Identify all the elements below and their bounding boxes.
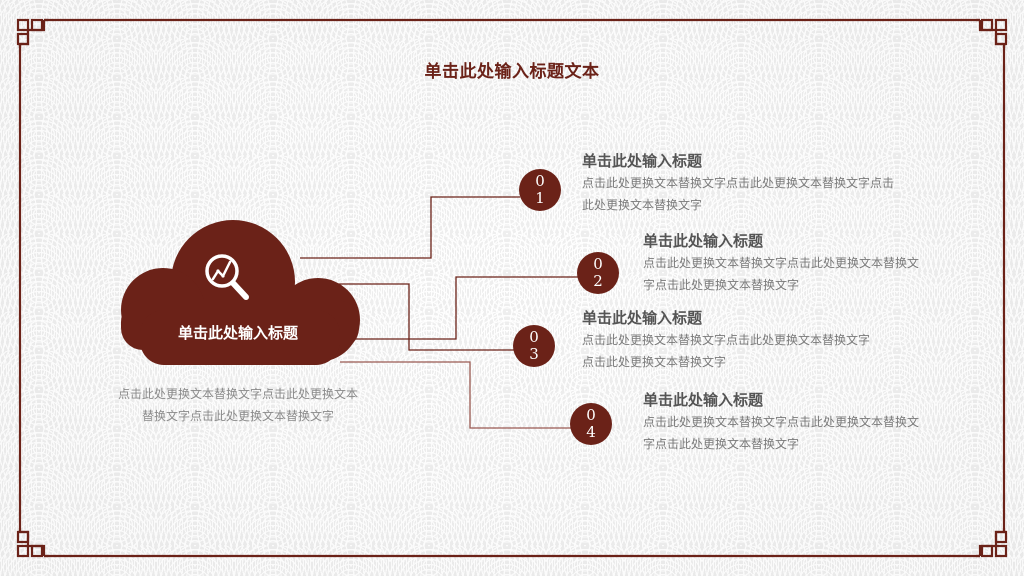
item-body[interactable]: 点击此处更换文本替换文字点击此处更换文本替换文字 点击此处更换文本替换文字 [582,329,870,373]
step-badge-2: 0 2 [577,252,619,294]
slide-title[interactable]: 单击此处输入标题文本 [424,62,600,82]
cloud-title[interactable]: 单击此处输入标题 [177,324,298,342]
step-badge-4: 0 4 [570,403,612,445]
magnifier-chart-icon [205,254,249,300]
list-item-1: 单击此处输入标题 点击此处更换文本替换文字点击此处更换文本替换文字点击 此处更换… [582,151,894,216]
item-body-line: 点击此处更换文本替换文字 [582,355,727,369]
lattice-corner-top-right [976,18,1008,48]
cloud-description[interactable]: 点击此处更换文本替换文字点击此处更换文本替换文字点击此处更换文本替换文字 [118,387,359,423]
lattice-corner-bottom-right [976,528,1008,558]
connector-line-2 [352,276,578,340]
step-number-top: 0 [593,255,603,273]
item-body-line: 点击此处更换文本替换文字点击此处更换文本替换文字点击 [582,176,895,190]
item-heading[interactable]: 单击此处输入标题 [643,391,764,409]
item-body-line: 此处更换文本替换文字 [582,198,703,212]
item-body-line: 点击此处更换文本替换文字点击此处更换文本替换文字 [582,333,871,347]
step-number-top: 0 [586,406,596,424]
step-number-bottom: 3 [529,345,539,363]
step-number-top: 0 [535,172,545,190]
step-number-bottom: 1 [535,189,545,207]
item-body-line: 点击此处更换文本替换文字点击此处更换文本替换文 [643,415,920,429]
connector-line-4 [340,361,571,429]
step-number-bottom: 2 [593,272,603,290]
connector-line-3 [310,283,514,351]
list-item-2: 单击此处输入标题 点击此处更换文本替换文字点击此处更换文本替换文 字点击此处更换… [643,231,919,296]
item-body-line: 字点击此处更换文本替换文字 [643,437,800,451]
item-heading[interactable]: 单击此处输入标题 [582,309,703,327]
item-heading[interactable]: 单击此处输入标题 [643,232,764,250]
item-body[interactable]: 点击此处更换文本替换文字点击此处更换文本替换文字点击 此处更换文本替换文字 [582,172,894,216]
step-badge-3: 0 3 [513,325,555,367]
item-body[interactable]: 点击此处更换文本替换文字点击此处更换文本替换文 字点击此处更换文本替换文字 [643,252,919,296]
lattice-corner-top-left [16,18,48,48]
step-badge-1: 0 1 [519,169,561,211]
list-item-4: 单击此处输入标题 点击此处更换文本替换文字点击此处更换文本替换文 字点击此处更换… [643,390,919,455]
list-item-3: 单击此处输入标题 点击此处更换文本替换文字点击此处更换文本替换文字 点击此处更换… [582,308,870,373]
lattice-corner-bottom-left [16,528,48,558]
item-body-line: 字点击此处更换文本替换文字 [643,278,800,292]
item-heading[interactable]: 单击此处输入标题 [582,152,703,170]
connector-line-1 [300,196,520,259]
step-number-bottom: 4 [586,423,596,441]
step-number-top: 0 [529,328,539,346]
item-body[interactable]: 点击此处更换文本替换文字点击此处更换文本替换文 字点击此处更换文本替换文字 [643,411,919,455]
item-body-line: 点击此处更换文本替换文字点击此处更换文本替换文 [643,256,920,270]
